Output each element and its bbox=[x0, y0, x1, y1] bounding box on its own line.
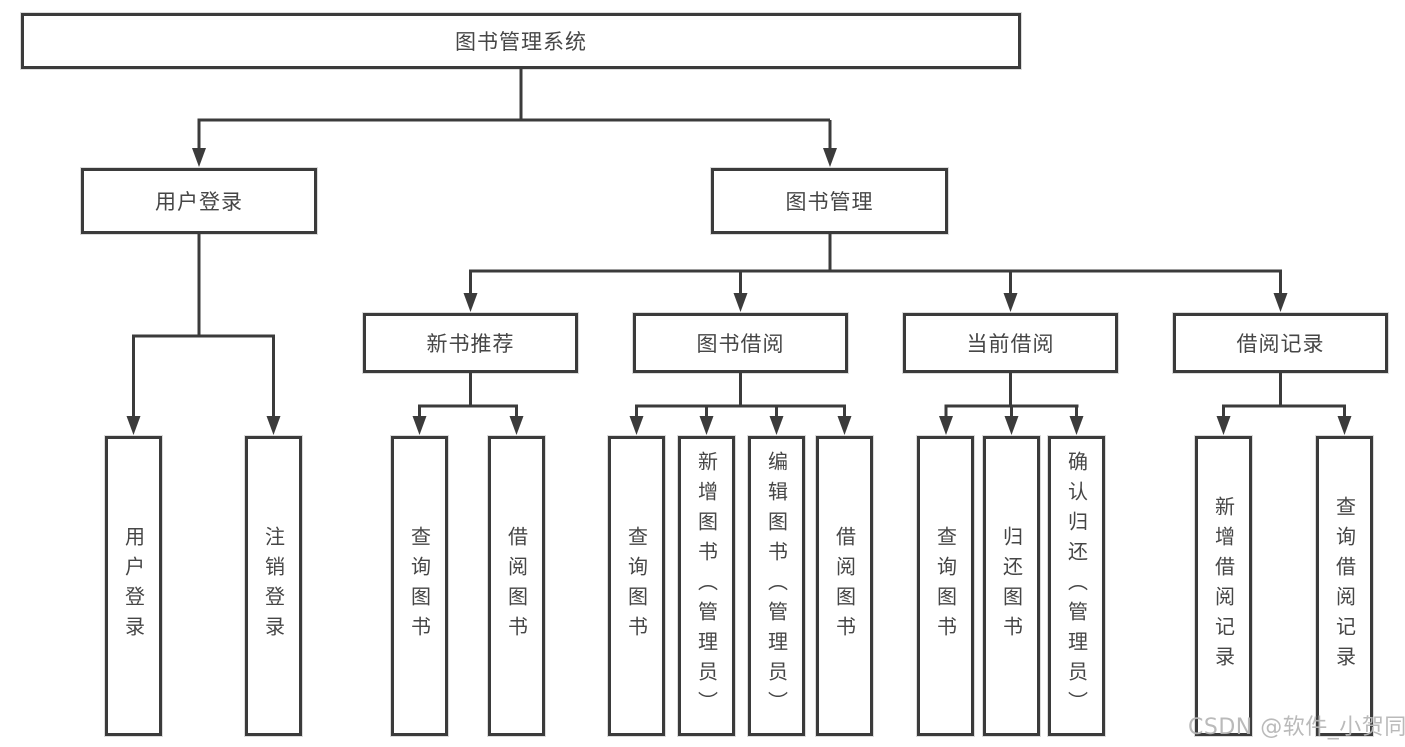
leaf-label: 查询图书 bbox=[624, 526, 649, 646]
node-label: 借阅记录 bbox=[1236, 332, 1325, 356]
leaf-borrow-books: 借阅图书 bbox=[816, 436, 873, 736]
leaf-return-books: 归还图书 bbox=[983, 436, 1040, 736]
leaf-label: 借阅图书 bbox=[504, 526, 529, 646]
leaf-confirm-return-admin: 确认归还（管理员） bbox=[1048, 436, 1105, 736]
node-label: 当前借阅 bbox=[966, 332, 1055, 356]
leaf-label: 用户登录 bbox=[121, 526, 146, 646]
leaf-borrow-books-recommend: 借阅图书 bbox=[488, 436, 545, 736]
leaf-label: 查询借阅记录 bbox=[1332, 496, 1357, 676]
node-label: 图书借阅 bbox=[696, 332, 785, 356]
leaf-query-borrow-record: 查询借阅记录 bbox=[1316, 436, 1373, 736]
leaf-label: 注销登录 bbox=[261, 526, 286, 646]
arrowhead-icons bbox=[126, 148, 1352, 435]
leaf-add-borrow-record: 新增借阅记录 bbox=[1195, 436, 1252, 736]
node-current-borrow: 当前借阅 bbox=[903, 313, 1118, 373]
node-new-book-recommend: 新书推荐 bbox=[363, 313, 578, 373]
leaf-label: 新增图书（管理员） bbox=[694, 451, 719, 721]
leaf-query-books-recommend: 查询图书 bbox=[391, 436, 448, 736]
leaf-logout: 注销登录 bbox=[245, 436, 302, 736]
leaf-edit-books-admin: 编辑图书（管理员） bbox=[748, 436, 805, 736]
leaf-label: 新增借阅记录 bbox=[1211, 496, 1236, 676]
csdn-watermark: CSDN @软件_小贺同学 bbox=[1188, 715, 1405, 740]
node-book-borrow: 图书借阅 bbox=[633, 313, 848, 373]
leaf-query-books-borrow: 查询图书 bbox=[608, 436, 665, 736]
leaf-add-books-admin: 新增图书（管理员） bbox=[678, 436, 735, 736]
leaf-user-login: 用户登录 bbox=[105, 436, 162, 736]
node-label: 新书推荐 bbox=[426, 332, 515, 356]
leaf-label: 确认归还（管理员） bbox=[1064, 451, 1089, 721]
node-label: 图书管理系统 bbox=[455, 30, 587, 54]
node-book-management: 图书管理 bbox=[711, 168, 948, 234]
node-user-login: 用户登录 bbox=[81, 168, 317, 234]
node-borrow-records: 借阅记录 bbox=[1173, 313, 1388, 373]
leaf-label: 查询图书 bbox=[407, 526, 432, 646]
node-label: 图书管理 bbox=[785, 190, 874, 214]
leaf-query-books-current: 查询图书 bbox=[917, 436, 974, 736]
leaf-label: 编辑图书（管理员） bbox=[764, 451, 789, 721]
node-label: 用户登录 bbox=[155, 190, 243, 214]
leaf-label: 借阅图书 bbox=[832, 526, 857, 646]
leaf-label: 归还图书 bbox=[999, 526, 1024, 646]
leaf-label: 查询图书 bbox=[933, 526, 958, 646]
node-root-system: 图书管理系统 bbox=[21, 13, 1021, 69]
